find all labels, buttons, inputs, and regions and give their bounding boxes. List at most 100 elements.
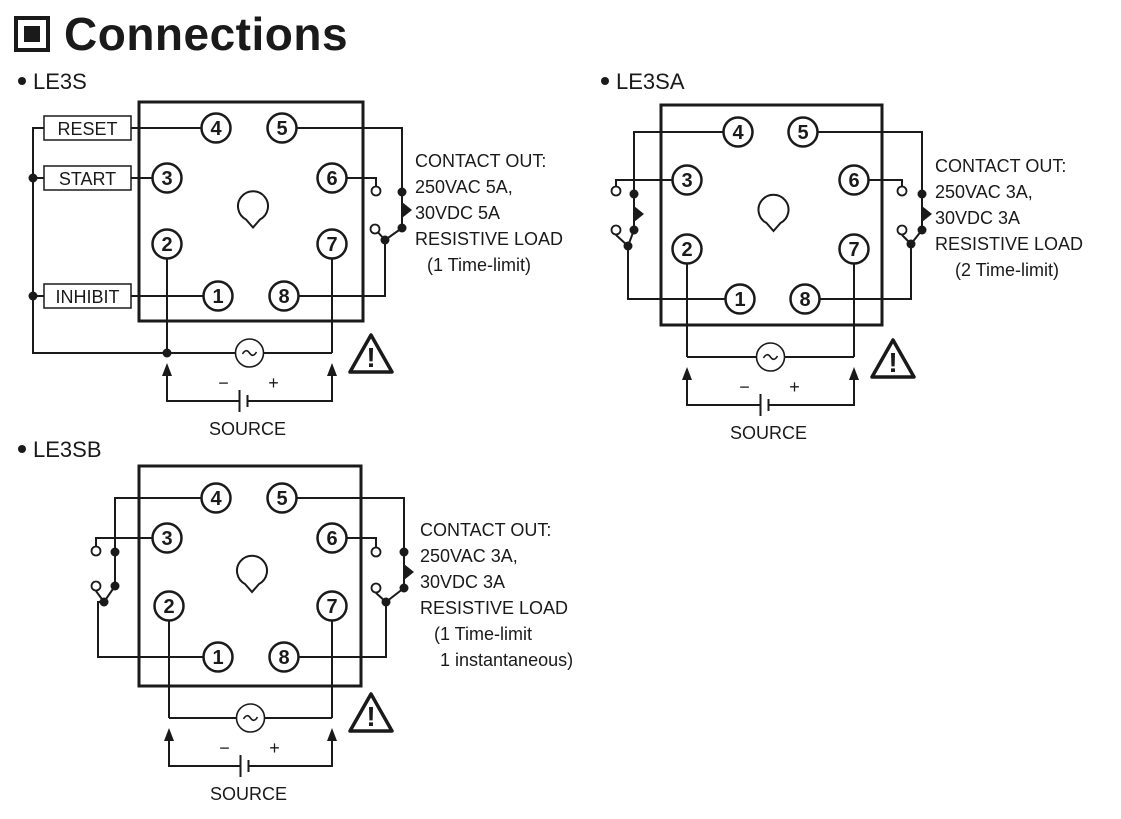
dc-plus-label: + xyxy=(269,738,280,758)
pin4-wire xyxy=(114,497,202,552)
arrow-up-icon xyxy=(849,367,859,380)
pin-7-circle xyxy=(316,590,348,622)
spec-line-4: RESISTIVE LOAD xyxy=(420,598,568,618)
open-contact-terminal xyxy=(370,582,382,594)
pin4-wire xyxy=(633,131,723,194)
arrow-up-icon xyxy=(327,363,337,376)
pin-6-circle xyxy=(316,162,348,194)
dc-wire-plus xyxy=(768,380,855,406)
square-bullet-icon xyxy=(14,16,50,52)
junction-dot xyxy=(397,187,407,197)
spec-line-6: 1 instantaneous) xyxy=(440,650,573,670)
input-box-reset xyxy=(43,115,132,141)
pin-1-circle xyxy=(202,280,234,312)
pin-6-circle xyxy=(316,522,348,554)
contact-arrow-icon xyxy=(404,564,414,580)
pin-8-circle xyxy=(268,641,300,673)
pin-1-circle xyxy=(724,283,756,315)
arrow-up-icon xyxy=(164,728,174,741)
contact-arrow-icon xyxy=(922,206,932,222)
pin-6-label: 6 xyxy=(848,170,859,192)
dc-minus-label: − xyxy=(218,373,229,393)
left-arm-link xyxy=(627,229,635,247)
spec-line-4: RESISTIVE LOAD xyxy=(415,229,563,249)
warning-mark: ! xyxy=(366,342,375,373)
open-contact-terminal xyxy=(370,185,382,197)
arrow-up-icon xyxy=(682,367,692,380)
pin-1-label: 1 xyxy=(212,286,223,308)
spec-line-4: RESISTIVE LOAD xyxy=(935,234,1083,254)
warning-triangle-icon xyxy=(348,333,394,374)
junction-dot xyxy=(110,547,120,557)
section-heading: Connections xyxy=(14,6,348,62)
pin-3-label: 3 xyxy=(161,168,172,190)
open-contact-terminal xyxy=(896,224,908,236)
pin8-wire xyxy=(819,229,923,300)
dc-wire-minus xyxy=(166,376,240,402)
pin-1-label: 1 xyxy=(734,289,745,311)
input-label-reset: RESET xyxy=(57,119,117,139)
spec-line-3: 30VDC 3A xyxy=(935,208,1020,228)
junction-dot xyxy=(629,189,639,199)
pin-2-label: 2 xyxy=(681,239,692,261)
pin-5-label: 5 xyxy=(797,122,808,144)
le3sb-title: LE3SB xyxy=(18,437,102,462)
sine-wave-icon xyxy=(242,714,259,722)
spec-line-2: 250VAC 5A, xyxy=(415,177,513,197)
spec-line-2: 250VAC 3A, xyxy=(420,546,518,566)
dc-wire-minus xyxy=(686,380,761,406)
source-label: SOURCE xyxy=(210,784,287,804)
contact-arrow-icon xyxy=(402,202,412,218)
pin-2-label: 2 xyxy=(163,596,174,618)
source-label: SOURCE xyxy=(209,419,286,439)
source-label: SOURCE xyxy=(730,423,807,443)
bullet-icon xyxy=(18,77,26,85)
pin-2-circle xyxy=(671,233,703,265)
pin-4-circle xyxy=(200,112,232,144)
spec-line-3: 30VDC 5A xyxy=(415,203,500,223)
open-contact-terminal xyxy=(90,545,102,557)
pin6-wire xyxy=(869,179,903,186)
pin-4-label: 4 xyxy=(210,488,222,510)
pin-6-label: 6 xyxy=(326,528,337,550)
pin6-wire xyxy=(346,537,377,547)
junction-dot xyxy=(380,235,390,245)
pin5-wire xyxy=(296,497,405,552)
pin5-wire xyxy=(817,131,923,194)
input-label-inhibit: INHIBIT xyxy=(55,287,119,307)
pin-6-label: 6 xyxy=(326,168,337,190)
open-contact-terminal xyxy=(610,224,622,236)
pin-4-label: 4 xyxy=(210,118,222,140)
le3s-title: LE3S xyxy=(18,69,87,94)
sine-wave-icon xyxy=(762,353,779,361)
model-label-le3sa: LE3SA xyxy=(616,69,685,94)
dc-plus-label: + xyxy=(268,373,279,393)
relay-socket-outline xyxy=(137,464,363,688)
dc-plus-label: + xyxy=(789,377,800,397)
junction-dot xyxy=(381,597,391,607)
spec-line-5: (2 Time-limit) xyxy=(955,260,1059,280)
pin-3-label: 3 xyxy=(681,170,692,192)
pin1-wire xyxy=(97,601,203,658)
model-label-le3s: LE3S xyxy=(33,69,87,94)
bullet-icon xyxy=(601,77,609,85)
open-contact-terminal xyxy=(610,185,622,197)
le3sa-title: LE3SA xyxy=(601,69,685,94)
pin-8-circle xyxy=(789,283,821,315)
pin-1-circle xyxy=(202,641,234,673)
junction-dot xyxy=(917,189,927,199)
open-contact-terminal xyxy=(90,580,102,592)
pin-4-circle xyxy=(722,116,754,148)
pin-2-circle xyxy=(153,590,185,622)
pin-5-circle xyxy=(787,116,819,148)
pin-7-circle xyxy=(838,233,870,265)
warning-mark: ! xyxy=(888,347,897,378)
section-title: Connections xyxy=(64,8,349,60)
junction-dot xyxy=(28,173,38,183)
spec-line-3: 30VDC 3A xyxy=(420,572,505,592)
pin-1-label: 1 xyxy=(212,647,223,669)
